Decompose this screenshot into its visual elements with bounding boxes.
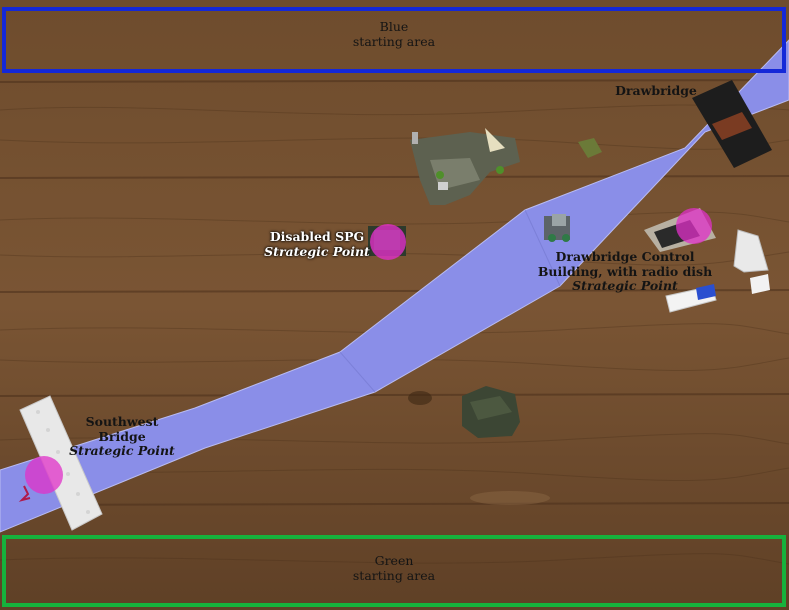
strategic-point-marker-southwest [25, 456, 63, 494]
drawbridge-piece [692, 80, 772, 168]
lego-tank-hull [462, 386, 520, 438]
small-green-piece [578, 138, 602, 158]
blue-zone-title: Blue [379, 19, 409, 34]
blue-zone-subtitle: starting area [352, 34, 436, 49]
disabled-spg-label: Disabled SPG Strategic Point [258, 229, 376, 259]
lego-mech [544, 214, 570, 242]
debris [665, 229, 770, 313]
control-building-name-line2: Building, with radio dish [537, 263, 713, 279]
southwest-bridge-name-line1: Southwest [85, 414, 159, 429]
disabled-spg-strategic-point: Strategic Point [264, 243, 370, 259]
wood-grain [0, 79, 789, 565]
green-zone-subtitle: starting area [352, 568, 436, 583]
control-building-strategic-point: Strategic Point [572, 278, 678, 293]
drawbridge-label: Drawbridge [604, 83, 708, 99]
blue-starting-area-label: Blue starting area [6, 19, 782, 49]
green-starting-area: Green starting area [2, 535, 786, 607]
southwest-bridge-label: Southwest Bridge Strategic Point [60, 414, 184, 459]
southwest-bridge-strategic-point: Strategic Point [69, 443, 175, 458]
blue-starting-area: Blue starting area [2, 7, 786, 73]
green-starting-area-label: Green starting area [6, 553, 782, 583]
strategic-point-marker-spg [370, 224, 406, 260]
drawbridge-name: Drawbridge [615, 83, 697, 98]
disabled-spg-name: Disabled SPG [269, 229, 365, 244]
control-building-name-line1: Drawbridge Control [555, 249, 695, 264]
drawbridge-control-label: Drawbridge Control Building, with radio … [525, 249, 725, 294]
lego-ruins [410, 128, 520, 205]
green-zone-title: Green [374, 553, 414, 568]
small-figure [18, 485, 31, 502]
strategic-point-marker-control [676, 208, 712, 244]
southwest-bridge-name-line2: Bridge [98, 428, 146, 444]
